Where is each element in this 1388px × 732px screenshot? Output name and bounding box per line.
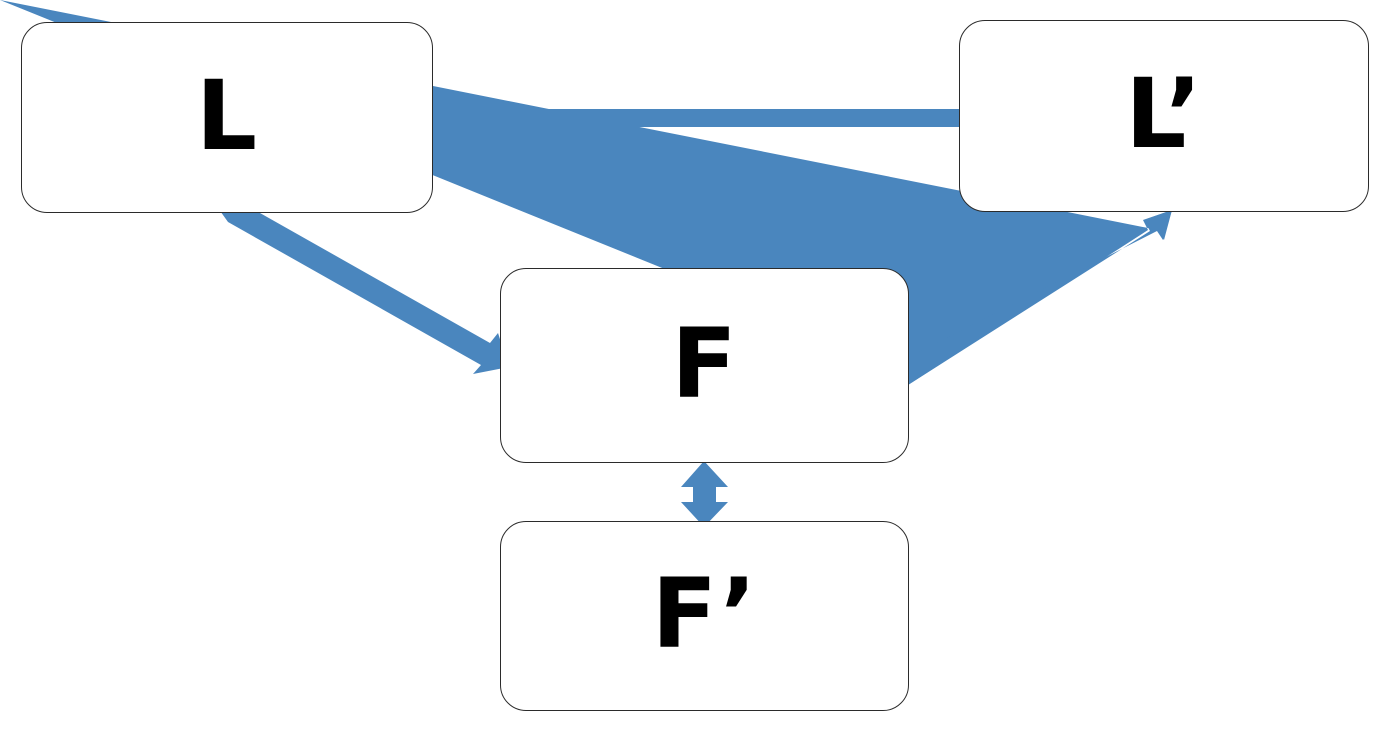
node-l-label: L [195, 59, 259, 172]
node-f-prime-label: F’ [651, 558, 758, 670]
node-l[interactable]: L [21, 22, 433, 213]
edge-l-to-f-arrow [213, 200, 509, 374]
edge-f-to-fprime-double-arrow [681, 461, 728, 527]
edge-lprime-to-l-arrow [428, 99, 960, 137]
node-l-prime-label: L’ [1125, 58, 1203, 170]
node-f-prime[interactable]: F’ [500, 521, 909, 711]
node-f[interactable]: F [500, 268, 909, 463]
node-f-label: F [671, 307, 738, 420]
node-l-prime[interactable]: L’ [959, 20, 1369, 212]
